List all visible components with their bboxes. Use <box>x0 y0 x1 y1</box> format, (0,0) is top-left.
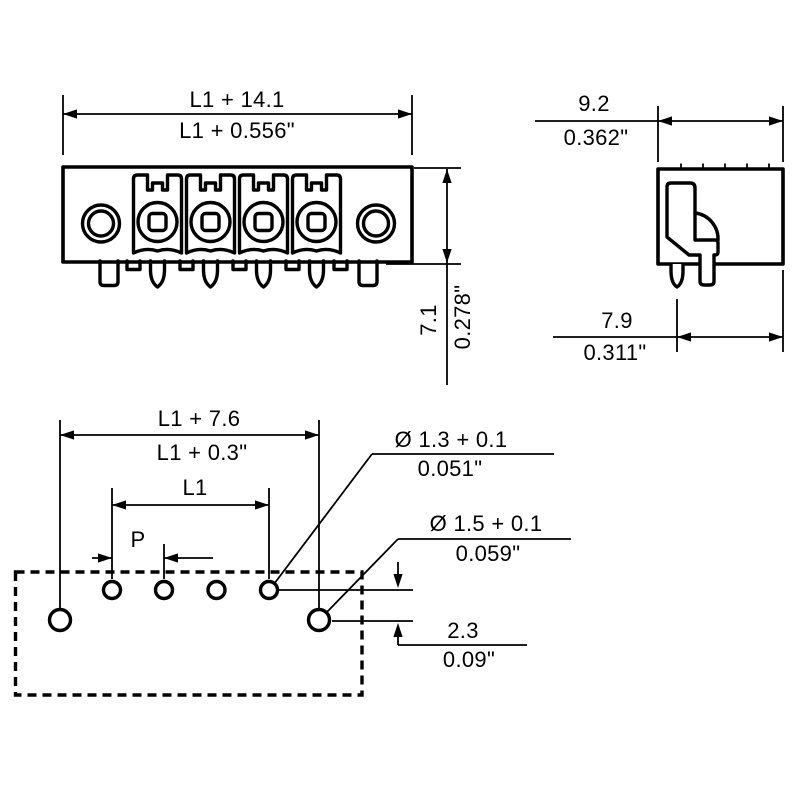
dimension-front-height <box>386 167 461 385</box>
dim-row-offset-mm: 2.3 <box>447 618 479 643</box>
flange-hole-left <box>80 203 122 244</box>
side-view-drawing <box>535 106 785 352</box>
dimension-l1 <box>111 488 270 579</box>
dimension-pitch <box>92 544 213 579</box>
drill-hole-small <box>206 579 227 601</box>
dim-front-width-in: L1 + 0.556" <box>179 118 295 143</box>
drill-plan-drawing <box>13 420 571 697</box>
contact-side-profile <box>665 181 720 287</box>
label-large-hole-dia-mm: Ø 1.5 + 0.1 <box>429 511 543 536</box>
front-view-drawing <box>61 95 461 385</box>
drill-hole-large <box>306 607 332 633</box>
dim-drill-overall-mm: L1 + 7.6 <box>157 406 241 431</box>
face-ticks <box>680 163 770 168</box>
dimension-front-width <box>62 95 413 155</box>
solder-pin-side <box>669 264 685 289</box>
dim-side-depth-mm: 9.2 <box>578 91 610 116</box>
leader-large-hole <box>326 538 571 613</box>
dim-row-offset-in: 0.09" <box>442 647 496 672</box>
module-foot <box>125 259 349 272</box>
flange-hole-right <box>355 203 397 244</box>
dim-pin-to-face-mm: 7.9 <box>601 308 633 333</box>
dim-front-height-mm: 7.1 <box>416 304 441 336</box>
label-large-hole-dia-in: 0.059" <box>455 541 521 566</box>
contact-module <box>237 173 290 255</box>
dim-pitch-label: P <box>130 527 146 552</box>
solder-pin <box>98 259 379 289</box>
dimension-overall <box>59 420 320 608</box>
contact-module <box>290 173 343 255</box>
drill-hole-small <box>153 579 175 601</box>
dimension-row-offset <box>278 562 527 646</box>
dim-l1-label: L1 <box>182 475 208 500</box>
contact-module <box>184 173 237 255</box>
drill-hole-large <box>47 607 73 633</box>
dimension-pin-to-face <box>553 270 784 352</box>
dimension-side-depth <box>535 106 784 162</box>
drill-hole-small <box>258 579 280 601</box>
pcb-outline <box>13 570 364 697</box>
label-small-hole-dia-in: 0.051" <box>417 456 483 481</box>
contact-module <box>131 173 184 255</box>
dim-pin-to-face-in: 0.311" <box>583 340 647 365</box>
dim-front-height-in: 0.278" <box>450 284 475 350</box>
connector-body-front <box>61 165 414 264</box>
dim-front-width-mm: L1 + 14.1 <box>189 87 285 112</box>
dim-side-depth-in: 0.362" <box>563 125 629 150</box>
drill-hole-small <box>101 579 123 601</box>
dim-drill-overall-in: L1 + 0.3" <box>156 440 248 465</box>
label-small-hole-dia-mm: Ø 1.3 + 0.1 <box>394 427 508 452</box>
leader-small-hole <box>273 453 554 585</box>
